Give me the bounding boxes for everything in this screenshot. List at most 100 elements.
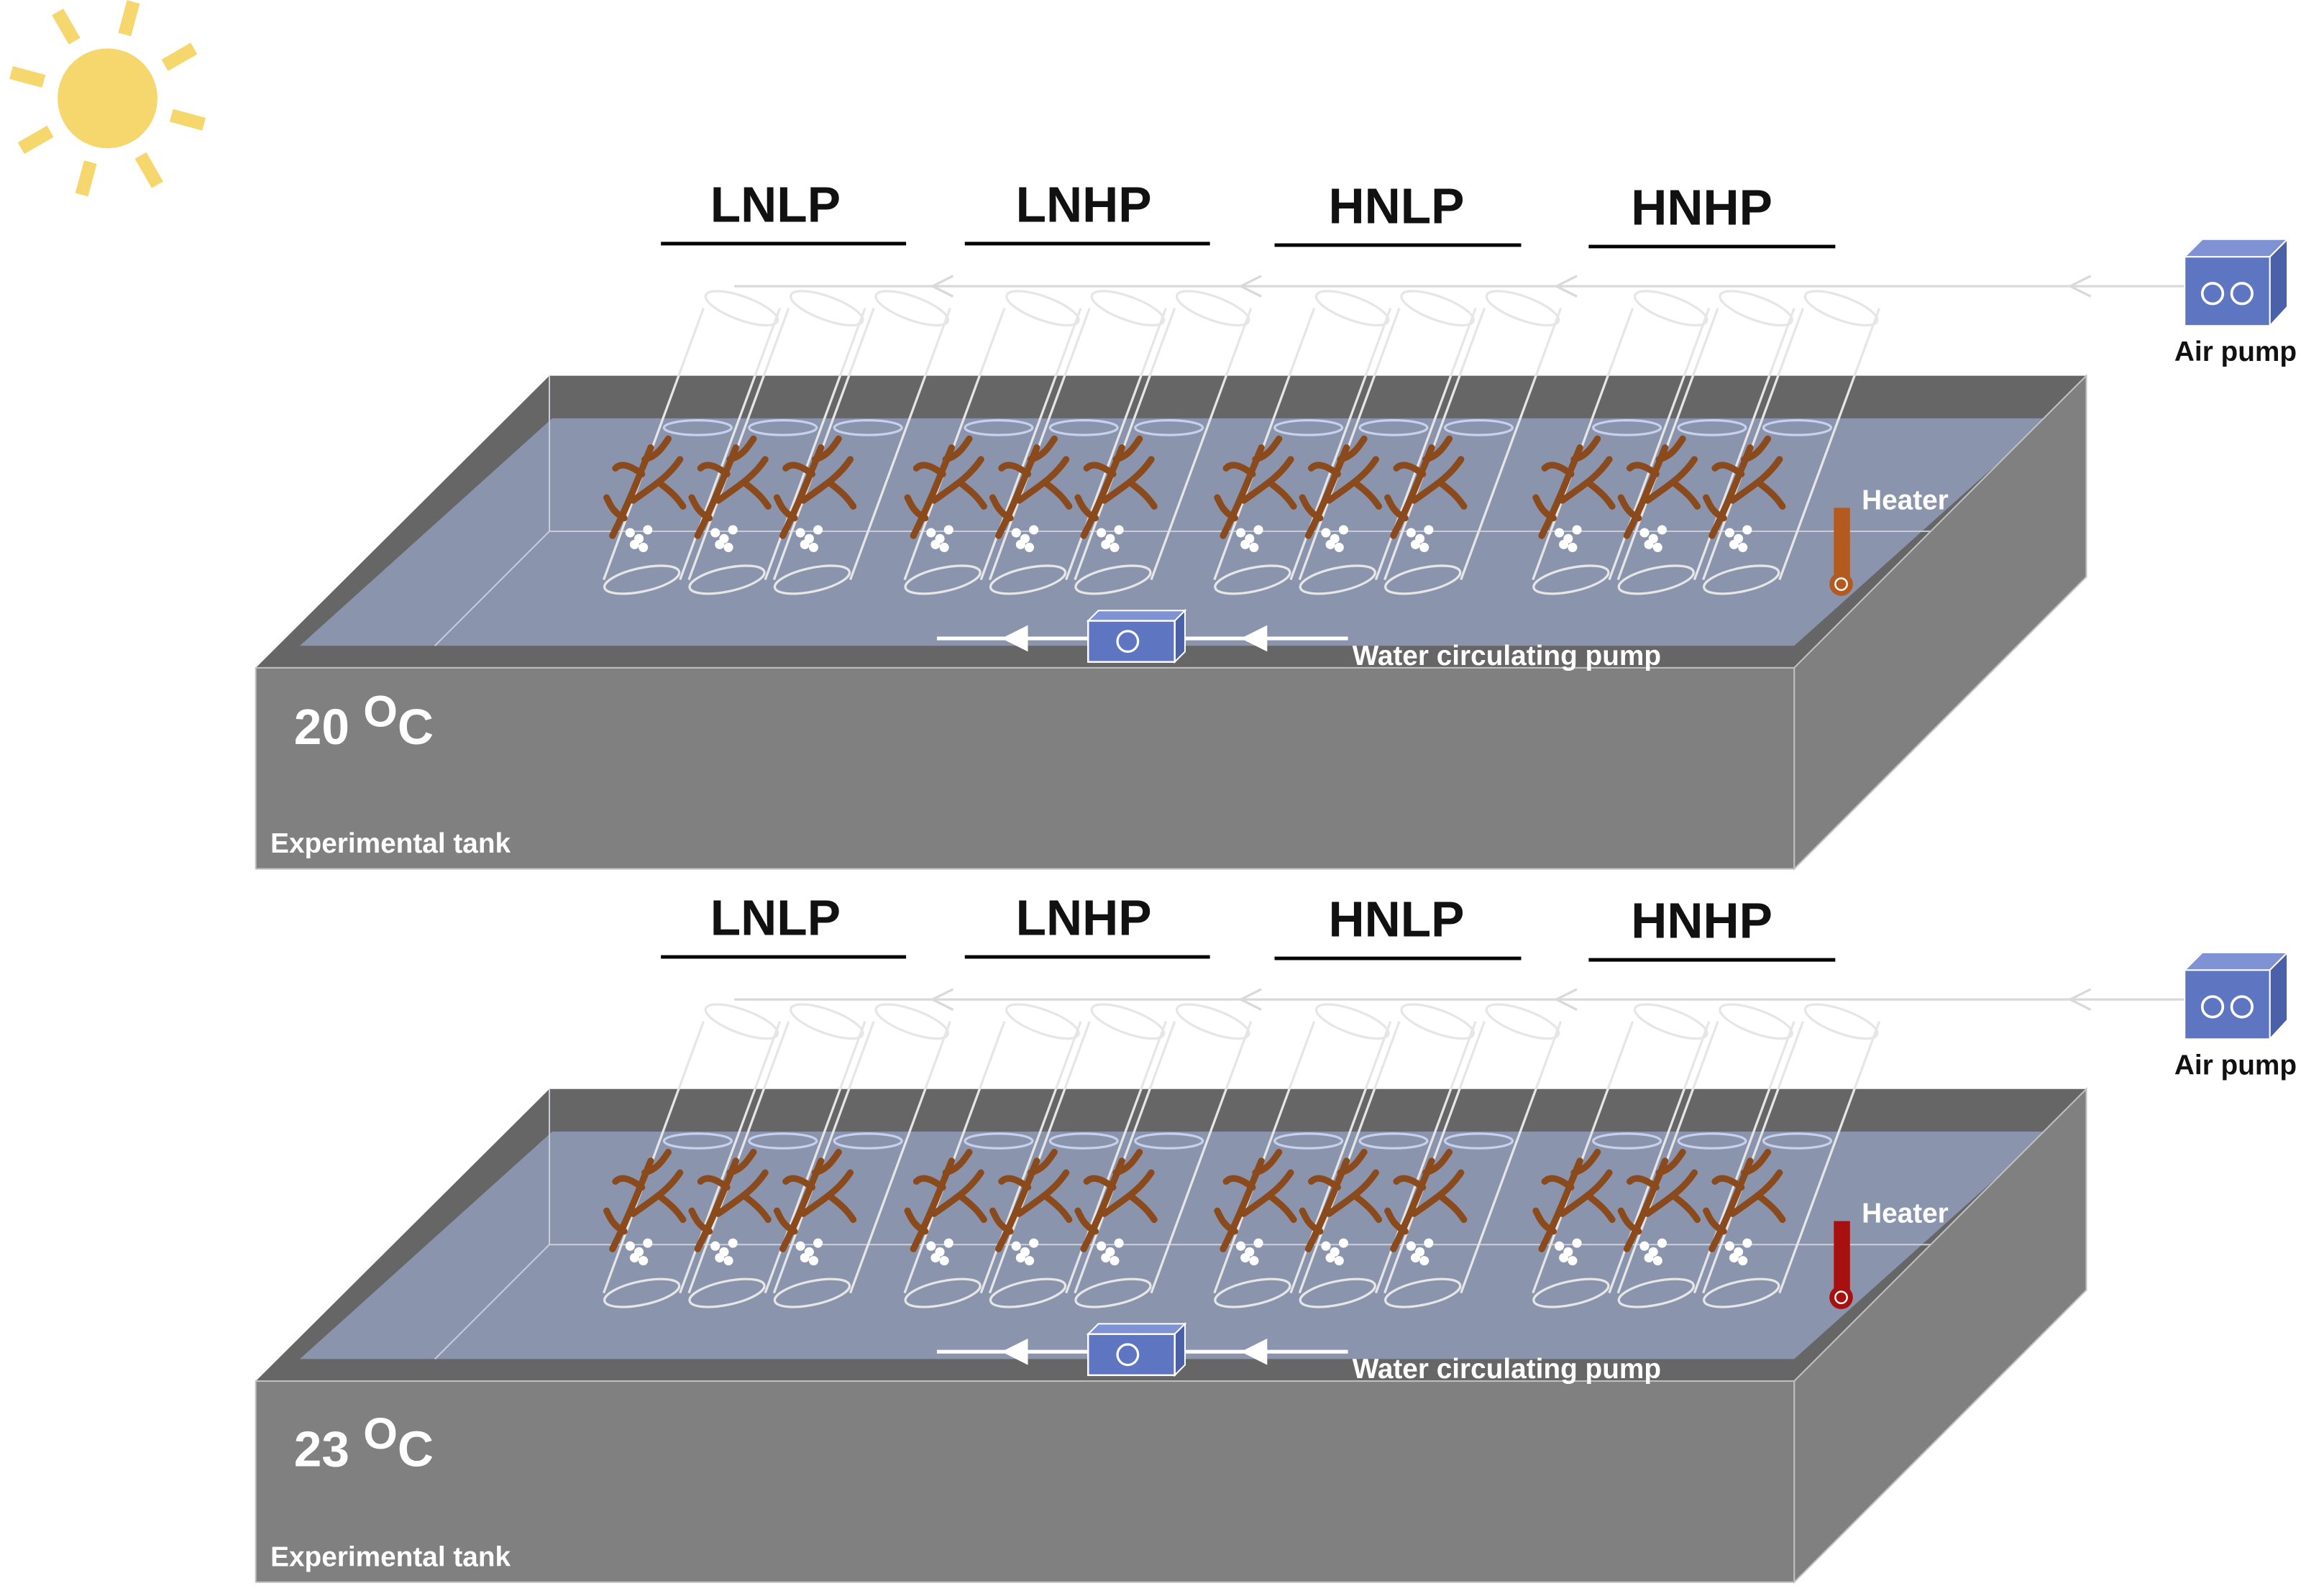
tube-mouth xyxy=(1314,290,1390,327)
tube-wall xyxy=(848,1021,951,1294)
air-line-arrow xyxy=(1553,988,1578,1011)
tube-mouth xyxy=(1314,1003,1390,1040)
air-bubble xyxy=(1338,1238,1348,1248)
air-bubble xyxy=(1114,525,1124,535)
air-bubble xyxy=(1325,1253,1335,1263)
air-bubble xyxy=(808,542,819,553)
air-bubble xyxy=(1424,1238,1434,1248)
tube-base xyxy=(1617,564,1695,595)
tube-mouth xyxy=(874,290,950,327)
heater-bulb xyxy=(1829,1285,1853,1309)
tube-water-line xyxy=(1048,1132,1119,1150)
tank-body xyxy=(255,237,2289,871)
air-bubble xyxy=(1029,1238,1039,1248)
air-bubble xyxy=(1568,542,1578,553)
test-tube xyxy=(1298,290,1477,595)
air-bubble xyxy=(1015,539,1025,549)
heater-label: Heater xyxy=(1862,1198,1949,1229)
tube-water-line xyxy=(1762,1132,1833,1150)
tube-water-line xyxy=(1134,1132,1204,1150)
air-bubble xyxy=(1738,1256,1748,1266)
air-bubble xyxy=(1559,539,1569,549)
tube-mouth xyxy=(1175,1003,1250,1040)
tube-wall xyxy=(1074,1021,1176,1294)
group-label-hnlp: HNLP xyxy=(1328,891,1464,947)
air-bubble xyxy=(1249,1256,1259,1266)
test-tube xyxy=(988,1003,1167,1308)
seaweed-thallus xyxy=(1384,435,1468,539)
water-pump-icon xyxy=(1087,1333,1176,1377)
air-bubble xyxy=(939,1256,949,1266)
air-line-arrow xyxy=(2067,275,2092,298)
tank-20c: LNLP LNHP HNLP HNHP xyxy=(255,176,2289,871)
water-pump-icon xyxy=(1087,620,1176,663)
air-bubble xyxy=(643,1238,653,1248)
air-bubble xyxy=(1410,539,1421,549)
tube-mouth xyxy=(1633,1003,1708,1040)
tube-water-line xyxy=(1677,1132,1747,1150)
seaweed-thallus xyxy=(1532,435,1616,539)
tank-inner-edge xyxy=(434,1244,550,1360)
air-bubble xyxy=(639,1256,649,1266)
water-pump-dial xyxy=(1116,630,1140,653)
seaweed-thallus xyxy=(1074,1148,1158,1252)
air-bubble xyxy=(629,1253,639,1263)
temperature-value: 20 xyxy=(294,699,363,755)
air-line-arrow xyxy=(1238,988,1262,1011)
group-labels: LNLP LNHP HNLP HNHP xyxy=(710,889,1772,948)
air-bubble xyxy=(1011,1241,1021,1251)
heater-bulb-ring xyxy=(1834,1290,1848,1305)
seaweed-thallus xyxy=(688,435,772,539)
air-bubble xyxy=(1025,1256,1035,1266)
seaweed-thallus xyxy=(904,435,987,539)
tube-wall xyxy=(988,1021,1091,1294)
tube-mouth xyxy=(1090,1003,1166,1040)
air-bubble xyxy=(926,528,936,538)
air-bubble xyxy=(1406,1241,1416,1251)
air-bubble xyxy=(625,1241,635,1251)
air-bubble xyxy=(1639,528,1650,538)
sun-ray xyxy=(118,0,140,37)
air-bubble xyxy=(813,1238,823,1248)
tube-water-line xyxy=(1273,419,1344,436)
tube-water-line xyxy=(833,1132,903,1150)
tank-inner-edge xyxy=(434,531,550,646)
test-tube xyxy=(1213,290,1392,595)
water-pump-top xyxy=(1086,610,1187,622)
air-bubble xyxy=(1011,528,1021,538)
tube-base xyxy=(603,1278,681,1308)
air-bubble xyxy=(1657,525,1667,535)
temperature-unit: O xyxy=(363,687,398,736)
test-tube xyxy=(1383,290,1563,595)
tube-water-line xyxy=(964,1132,1034,1150)
temperature-value: 23 xyxy=(294,1421,363,1477)
tube-water-line xyxy=(1358,419,1429,436)
tube-wall xyxy=(687,1021,790,1294)
tube-mouth xyxy=(1485,290,1560,327)
air-bubble xyxy=(1738,542,1748,553)
tank-20c-labels: 20 OC Experimental tank Heater Water cir… xyxy=(270,336,2297,859)
tube-water-line xyxy=(1048,419,1119,436)
air-bubble xyxy=(1321,528,1331,538)
tube-water-line xyxy=(833,419,903,436)
seaweed-thallus xyxy=(1703,435,1786,539)
tube-water-line xyxy=(1273,1132,1344,1150)
tube-wall xyxy=(903,1021,1006,1294)
air-bubble xyxy=(625,528,635,538)
air-bubble xyxy=(1742,525,1752,535)
sun-ray xyxy=(17,125,54,155)
air-bubble xyxy=(1097,1241,1107,1251)
tube-base xyxy=(1074,1278,1152,1308)
tube-mouth xyxy=(790,290,864,327)
sun-ray xyxy=(169,109,206,131)
tube-water-line xyxy=(1762,419,1833,436)
tube-water-line xyxy=(662,1132,733,1150)
tube-base xyxy=(989,564,1067,595)
air-bubble xyxy=(939,542,949,553)
water-pump-label: Water circulating pump xyxy=(1353,1354,1661,1385)
tube-mouth xyxy=(1719,290,1793,327)
tube-base xyxy=(1617,1278,1695,1308)
tube-water-line xyxy=(1134,419,1204,436)
